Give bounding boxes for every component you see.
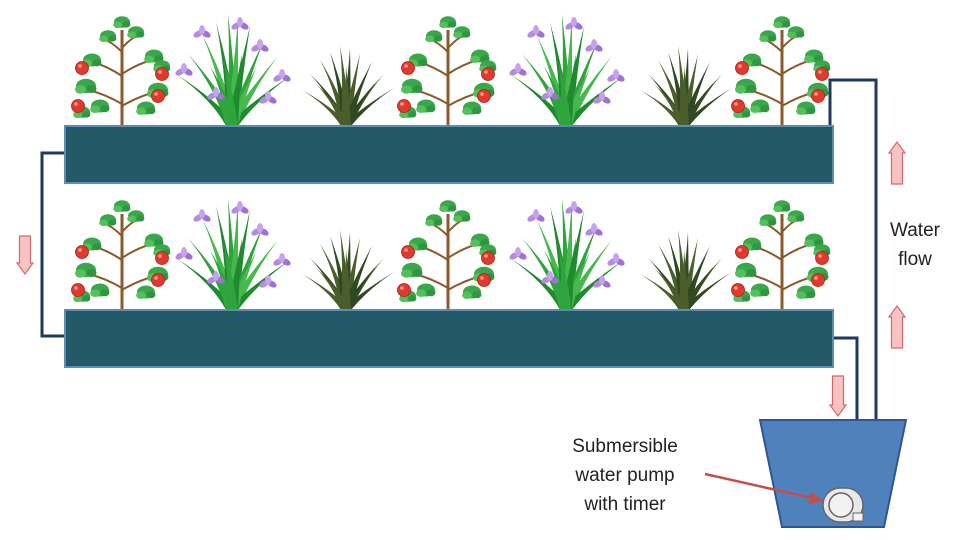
- flow-arrow-up-icon: [887, 304, 907, 349]
- flow-arrow-up-icon: [887, 140, 907, 185]
- iris-plant-icon: [509, 198, 625, 310]
- tomato-plant-icon: [71, 200, 171, 310]
- grass-plant-icon: [640, 46, 732, 126]
- tomato-plant-icon: [397, 200, 497, 310]
- grass-plant-icon: [302, 230, 394, 310]
- grass-plant-icon: [302, 46, 394, 126]
- tomato-plant-icon: [397, 16, 497, 126]
- pump-label-line-1: Submersible: [572, 436, 678, 457]
- tomato-plant-icon: [731, 16, 831, 126]
- bottom-trough: [64, 309, 834, 368]
- water-flow-label-line-2: flow: [898, 249, 932, 270]
- plants-top-row: [71, 14, 831, 126]
- grass-plant-icon: [640, 230, 732, 310]
- pump-label-line-3: with timer: [584, 494, 666, 515]
- pump-pointer-head: [808, 492, 824, 504]
- flow-arrow-down-icon: [828, 375, 848, 418]
- flow-arrow-down-icon: [15, 235, 35, 276]
- iris-plant-icon: [175, 14, 291, 126]
- water-flow-label-line-1: Water: [890, 220, 940, 241]
- plants-bottom-row: [71, 198, 831, 310]
- pump-label: Submersible water pump with timer: [540, 432, 710, 519]
- water-reservoir: [758, 419, 908, 528]
- iris-plant-icon: [175, 198, 291, 310]
- pump-pointer-line: [704, 472, 813, 500]
- iris-plant-icon: [509, 14, 625, 126]
- tomato-plant-icon: [731, 200, 831, 310]
- left-pipe: [40, 151, 66, 338]
- water-flow-label: Water flow: [870, 216, 960, 274]
- pump-label-line-2: water pump: [575, 465, 675, 486]
- pump-icon: [822, 487, 864, 523]
- top-trough: [64, 125, 834, 184]
- tomato-plant-icon: [71, 16, 171, 126]
- return-pipe: [828, 78, 878, 420]
- drain-pipe: [833, 336, 859, 420]
- flow-arrows: [15, 140, 907, 418]
